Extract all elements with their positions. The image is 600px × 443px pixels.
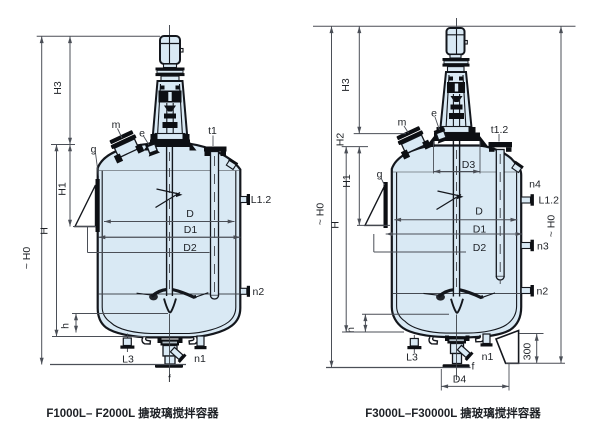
svg-text:g: g [377,169,383,181]
svg-text:300: 300 [522,343,534,361]
svg-text:h: h [60,323,72,329]
svg-text:m: m [112,119,121,131]
svg-text:D1: D1 [184,224,198,236]
svg-text:F1000L– F2000L 搪玻璃搅拌容器: F1000L– F2000L 搪玻璃搅拌容器 [46,406,219,420]
svg-text:~ H0: ~ H0 [21,247,33,270]
svg-text:e: e [431,108,437,120]
svg-text:n3: n3 [537,240,549,252]
svg-text:n1: n1 [482,351,494,363]
svg-text:H3: H3 [52,81,64,95]
svg-text:L3: L3 [406,352,418,364]
svg-text:L1.2: L1.2 [251,194,272,206]
svg-text:D: D [186,208,194,220]
svg-text:L3: L3 [122,354,134,366]
svg-text:D2: D2 [473,242,487,254]
svg-text:n2: n2 [537,285,549,297]
svg-text:H3: H3 [340,78,352,92]
svg-text:D3: D3 [462,159,476,171]
svg-text:h: h [345,327,357,333]
svg-text:n2: n2 [253,286,265,298]
svg-text:~ H0: ~ H0 [315,203,327,226]
svg-text:n4: n4 [529,179,541,191]
svg-text:g: g [91,144,97,156]
svg-text:t1: t1 [208,125,217,137]
svg-text:m: m [398,117,407,129]
svg-text:~ H0: ~ H0 [546,215,558,238]
svg-text:H: H [39,227,51,235]
svg-text:H1: H1 [57,182,69,196]
svg-text:D1: D1 [473,224,487,236]
svg-text:D: D [475,206,483,218]
svg-text:D4: D4 [453,374,467,386]
svg-text:D2: D2 [183,242,197,254]
svg-text:H2: H2 [335,133,347,147]
svg-text:F3000L–F30000L 搪玻璃搅拌容器: F3000L–F30000L 搪玻璃搅拌容器 [365,406,541,420]
svg-text:f: f [472,361,475,373]
svg-text:f: f [168,373,171,385]
svg-text:H: H [330,221,342,229]
svg-text:L1.2: L1.2 [539,194,560,206]
svg-text:n1: n1 [194,353,206,365]
svg-text:t1.2: t1.2 [491,124,509,136]
svg-text:e: e [139,128,145,140]
svg-text:H1: H1 [341,174,353,188]
